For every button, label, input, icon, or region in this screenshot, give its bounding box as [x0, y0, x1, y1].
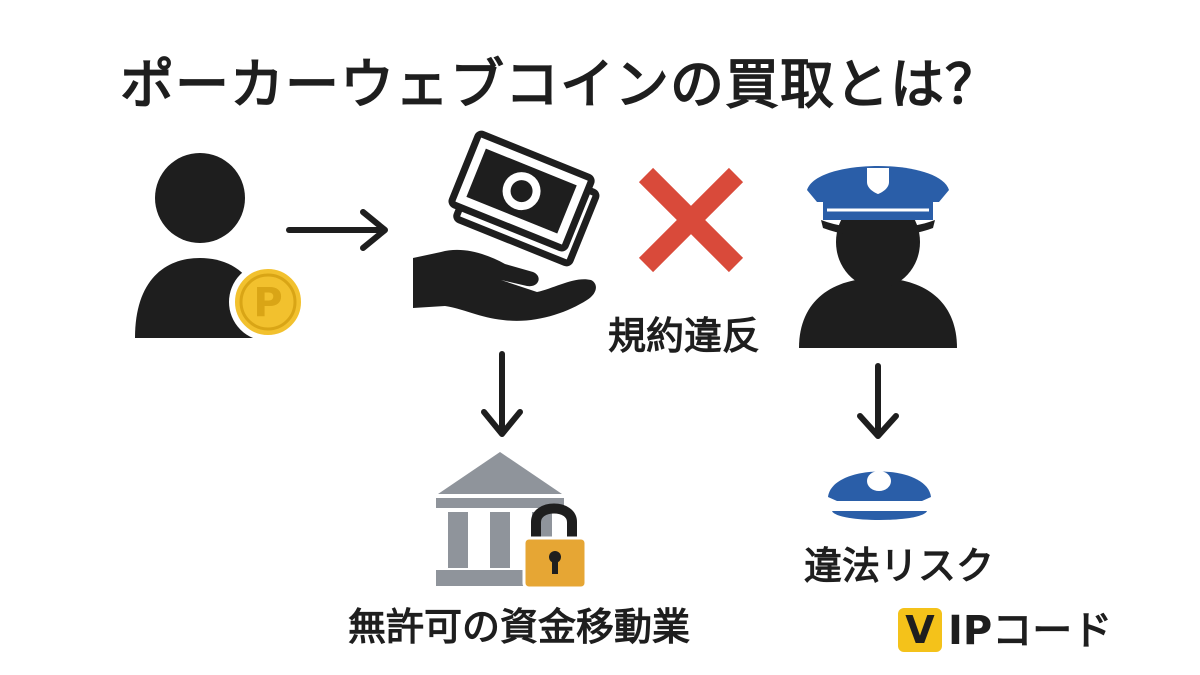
label-illegal-risk: 違法リスク — [804, 544, 995, 588]
police-officer-icon — [799, 166, 957, 348]
coin-icon — [229, 263, 307, 341]
down-arrow-icon-right — [857, 363, 899, 439]
logo-wordmark: IPコード — [948, 608, 1113, 654]
user-with-coin-icon: P — [135, 153, 307, 341]
right-arrow-icon — [286, 209, 388, 251]
coin-letter: P — [253, 280, 282, 326]
person-head — [155, 153, 245, 243]
officer-body — [799, 278, 957, 348]
down-arrow-icon — [481, 351, 523, 437]
vip-code-logo: V IPコード — [898, 604, 1138, 660]
logo-v-mark: V — [898, 608, 942, 652]
hand-money-icon — [413, 130, 600, 321]
label-unlicensed-money-transfer: 無許可の資金移動業 — [348, 605, 691, 649]
police-cap-icon — [828, 471, 931, 520]
label-rule-violation: 規約違反 — [608, 314, 761, 358]
cap-badge — [867, 168, 889, 194]
bank-lock-icon — [436, 452, 588, 590]
hand-shape — [413, 249, 596, 321]
page-title: ポーカーウェブコインの買取とは？ — [120, 53, 1000, 116]
cross-icon — [638, 167, 744, 273]
lock-shackle — [531, 503, 577, 540]
